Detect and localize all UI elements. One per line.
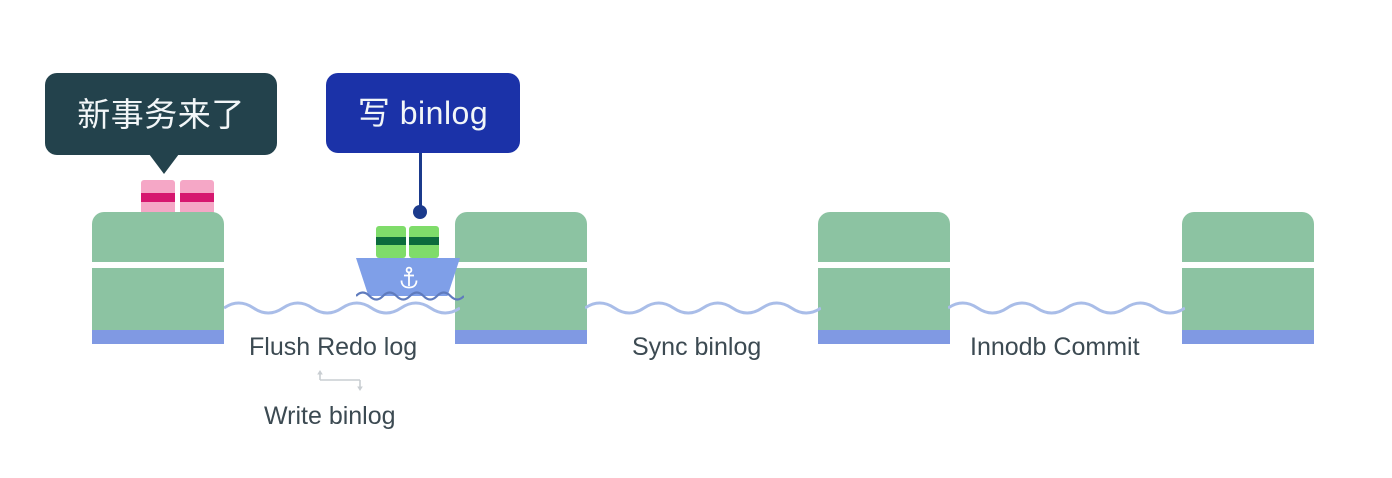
cargo-container-stripe bbox=[141, 193, 175, 202]
water-wave bbox=[223, 296, 461, 318]
cargo-container-stripe bbox=[180, 193, 214, 202]
stage-label-sync-binlog: Sync binlog bbox=[632, 333, 762, 361]
speech-bubble-write-binlog-text: 写 binlog bbox=[357, 95, 489, 131]
cargo-container-pink bbox=[180, 180, 214, 216]
stage-label-innodb-commit: Innodb Commit bbox=[970, 333, 1140, 361]
dock-base-strip bbox=[818, 330, 950, 344]
speech-bubble-new-transaction-text: 新事务来了 bbox=[77, 95, 245, 133]
speech-bubble-new-transaction: 新事务来了 bbox=[45, 73, 277, 174]
anchor-icon bbox=[398, 266, 420, 290]
dock-base-strip bbox=[455, 330, 587, 344]
dock-platform bbox=[1182, 212, 1314, 344]
dock-platform bbox=[455, 212, 587, 344]
dock-top-block bbox=[92, 212, 224, 262]
stage-label-flush-redo-log: Flush Redo log bbox=[249, 333, 418, 361]
dock-body-block bbox=[92, 268, 224, 344]
stage-label-write-binlog: Write binlog bbox=[264, 402, 396, 430]
cargo-container-stripe bbox=[409, 237, 439, 245]
dock-top-block bbox=[818, 212, 950, 262]
cargo-container-green bbox=[376, 226, 406, 258]
cargo-container-stripe bbox=[376, 237, 406, 245]
binlog-connector-dot bbox=[413, 205, 427, 219]
water-wave bbox=[584, 296, 822, 318]
cargo-container-green bbox=[409, 226, 439, 258]
dock-base-strip bbox=[92, 330, 224, 344]
dock-top-block bbox=[1182, 212, 1314, 262]
speech-bubble-tail bbox=[149, 154, 179, 174]
dock-base-strip bbox=[1182, 330, 1314, 344]
write-binlog-arrow-icon bbox=[314, 368, 366, 394]
water-wave-boat bbox=[355, 288, 465, 304]
dock-platform bbox=[818, 212, 950, 344]
dock-body-block bbox=[1182, 268, 1314, 344]
boat-icon bbox=[356, 258, 460, 296]
cargo-container-pink bbox=[141, 180, 175, 216]
speech-bubble-write-binlog: 写 binlog bbox=[326, 73, 520, 153]
dock-platform bbox=[92, 212, 224, 344]
water-wave bbox=[947, 296, 1186, 318]
dock-body-block bbox=[818, 268, 950, 344]
dock-top-block bbox=[455, 212, 587, 262]
binlog-connector-line bbox=[419, 153, 422, 208]
dock-body-block bbox=[455, 268, 587, 344]
